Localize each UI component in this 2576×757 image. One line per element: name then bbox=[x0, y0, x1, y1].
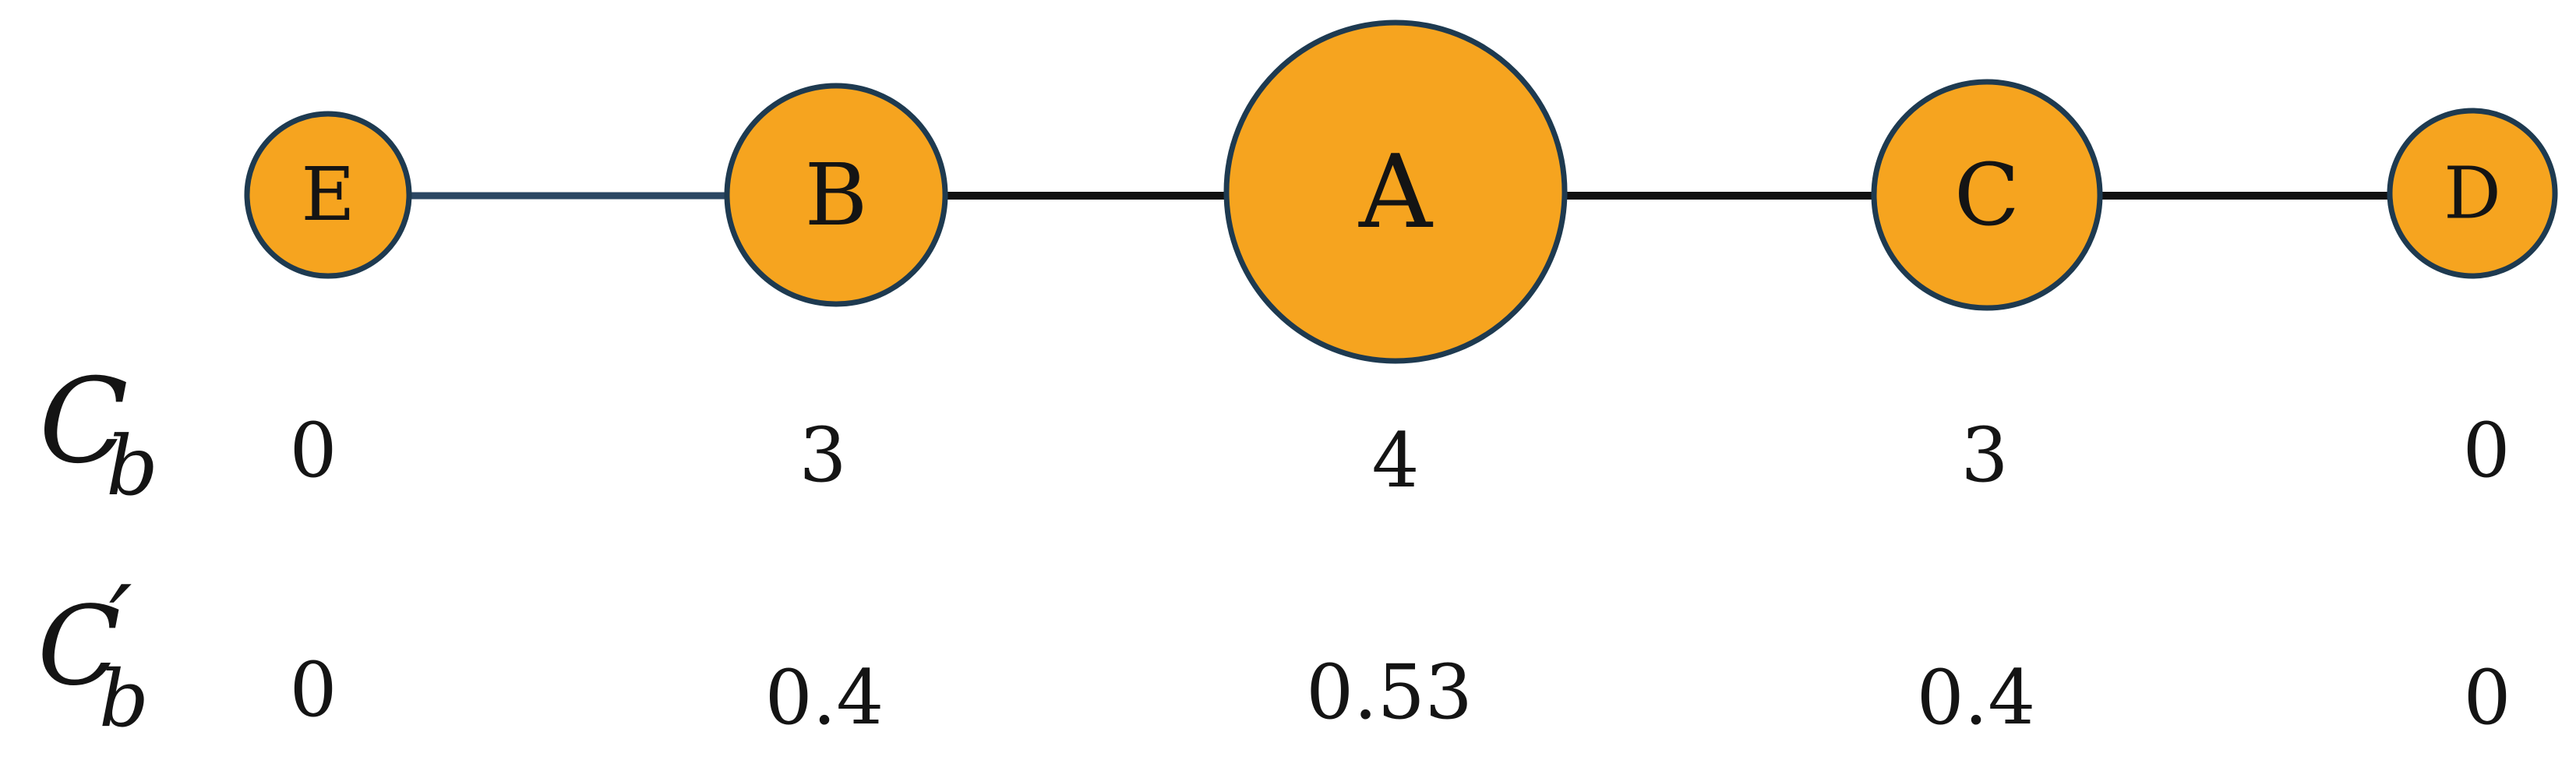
value-cb-C: 3 bbox=[1960, 412, 2009, 499]
metric-symbol-c: C bbox=[37, 583, 122, 710]
node-C bbox=[1871, 79, 2103, 311]
metric-subscript-b: b bbox=[99, 653, 150, 745]
node-label-E: E bbox=[301, 152, 355, 238]
node-E bbox=[244, 111, 412, 279]
node-label-A: A bbox=[1358, 133, 1434, 251]
node-label-B: B bbox=[805, 145, 868, 245]
metric-label-betweenness-normalized: C ′ b bbox=[37, 572, 149, 738]
value-cb-D: 0 bbox=[2462, 407, 2511, 494]
value-cb_normalized-B: 0.4 bbox=[764, 654, 884, 741]
node-D bbox=[2387, 108, 2558, 279]
node-label-D: D bbox=[2444, 152, 2501, 235]
value-cb_normalized-A: 0.53 bbox=[1306, 649, 1473, 736]
node-label-C: C bbox=[1954, 145, 2020, 245]
value-cb_normalized-D: 0 bbox=[2463, 654, 2511, 741]
value-cb-A: 4 bbox=[1371, 417, 1420, 504]
value-cb_normalized-E: 0 bbox=[289, 646, 337, 734]
metric-symbol-c: C bbox=[39, 354, 129, 490]
node-A bbox=[1223, 19, 1568, 364]
node-B bbox=[724, 83, 948, 307]
metric-prime-mark: ′ bbox=[109, 564, 132, 682]
metric-label-betweenness: C b bbox=[39, 354, 158, 508]
value-cb-E: 0 bbox=[289, 407, 337, 494]
value-cb_normalized-C: 0.4 bbox=[1916, 654, 2036, 741]
metric-subscript-b: b bbox=[106, 419, 159, 514]
value-cb-B: 3 bbox=[799, 412, 847, 499]
